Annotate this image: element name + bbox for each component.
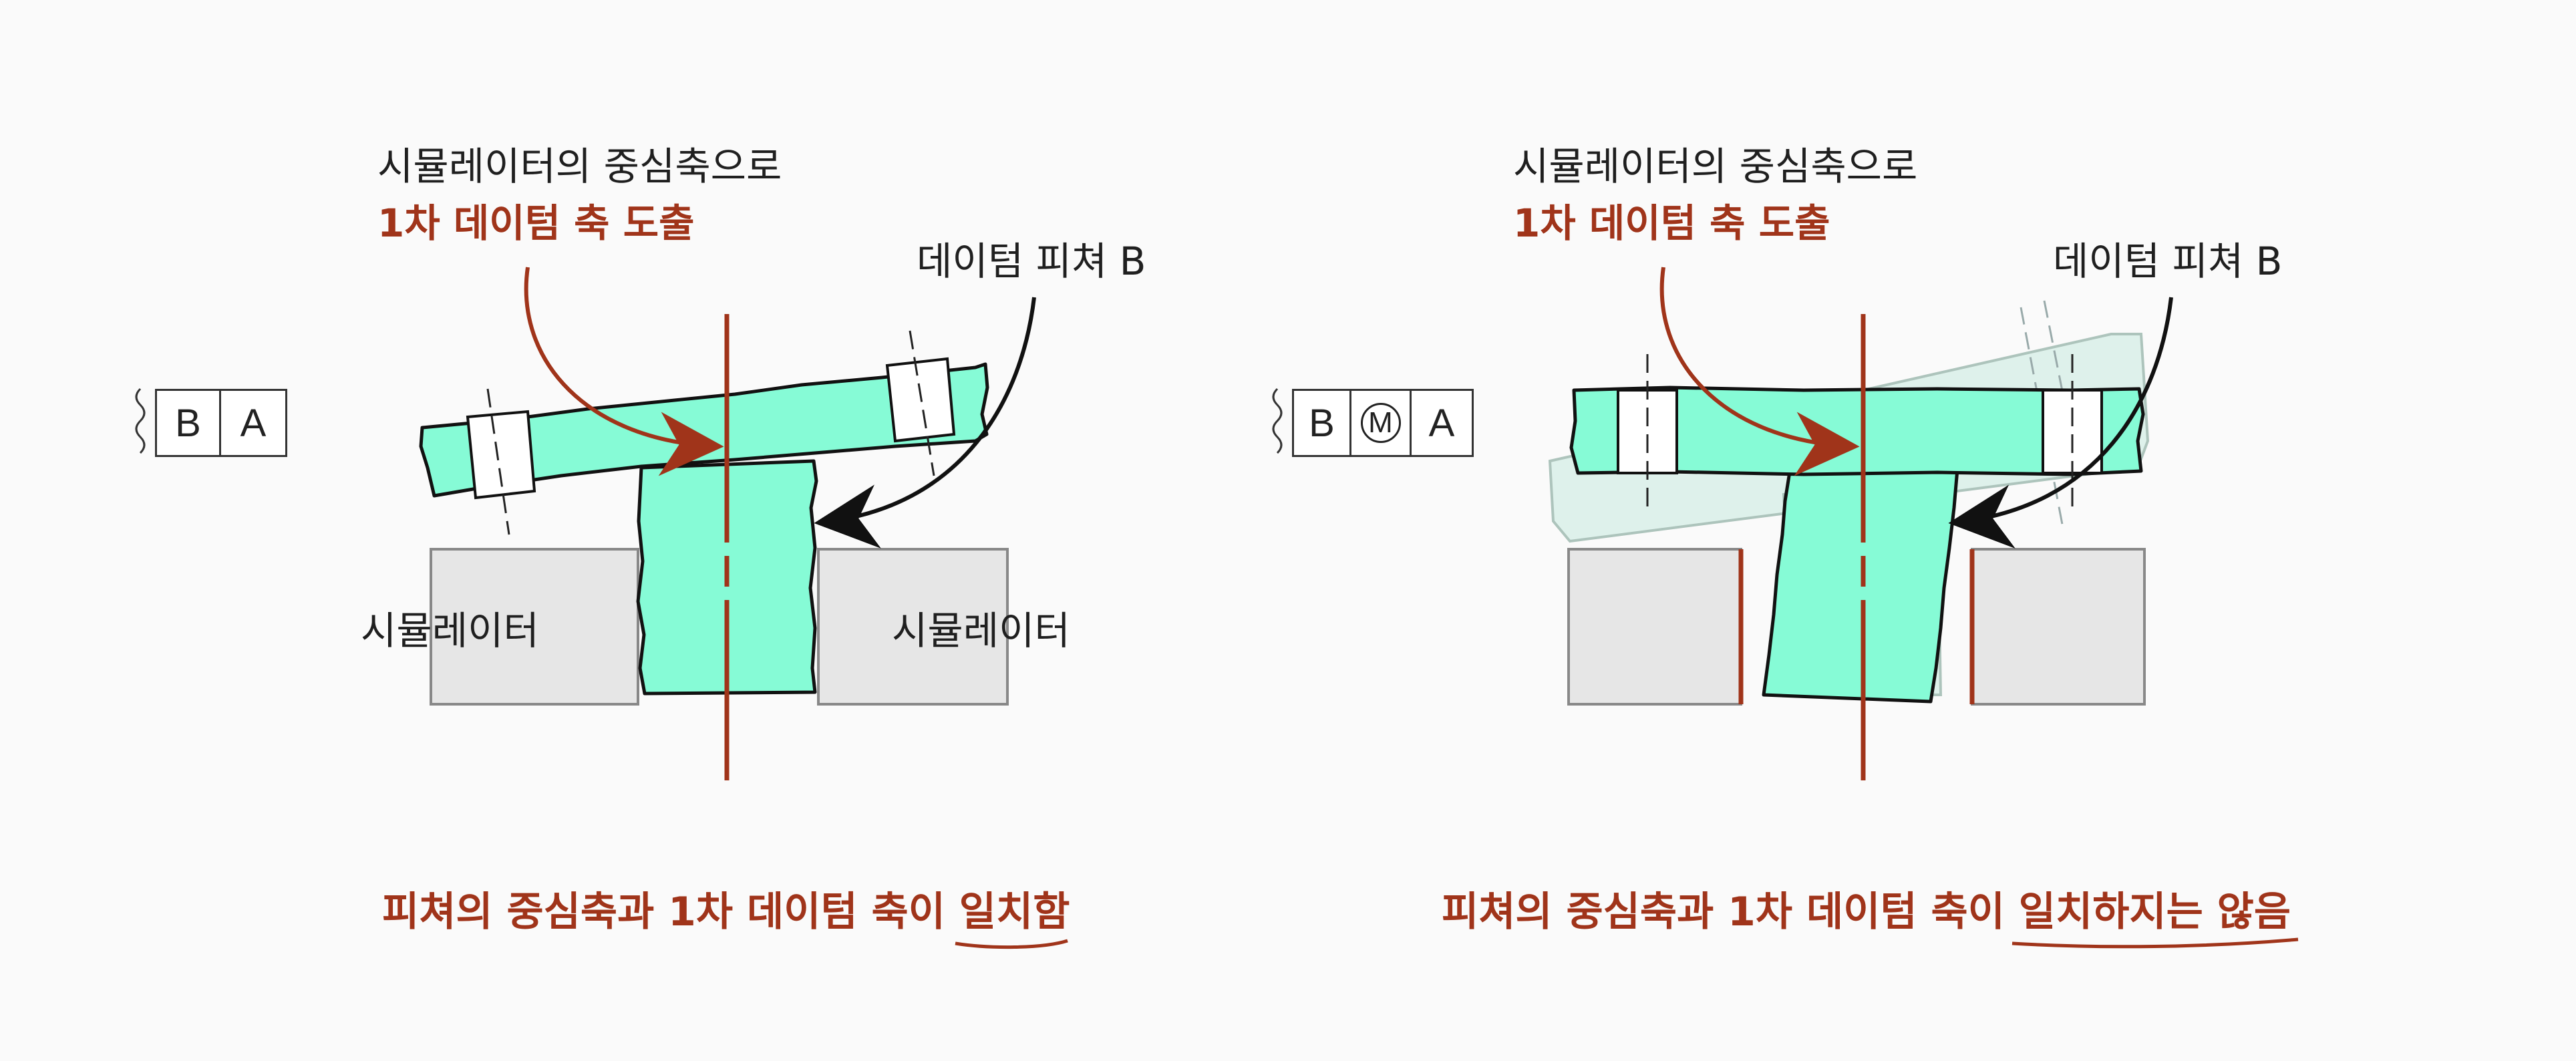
left-note-line2: 1차 데이텀 축 도출 (377, 200, 695, 246)
right-simulator-block-right (1971, 548, 2146, 706)
left-simulator-block-left (430, 548, 639, 706)
right-flange-band-left (1617, 389, 1678, 474)
right-note-line2: 1차 데이텀 축 도출 (1513, 200, 1830, 246)
left-panel (135, 267, 1068, 949)
left-simulator-block-right (817, 548, 1009, 706)
left-feature-label: 데이텀 피쳐 B (917, 239, 1146, 284)
left-fcf-datum-a: A (240, 401, 267, 445)
left-feature-control-frame: B A (155, 389, 287, 457)
left-black-arrow (814, 297, 1036, 549)
left-caption-underline (955, 939, 1068, 949)
right-fcf-break (1272, 388, 1283, 454)
left-red-arrow (524, 267, 724, 476)
left-flange-band-left (466, 410, 536, 500)
right-caption-underlined: 일치하지는 않음 (2018, 889, 2291, 935)
left-caption-main: 피쳐의 중심축과 1차 데이텀 축이 (382, 889, 959, 935)
left-caption-underlined: 일치함 (959, 889, 1070, 935)
right-red-arrow (1659, 267, 1860, 476)
right-note-line1: 시뮬레이터의 중심축으로 (1513, 144, 1918, 189)
left-fcf-break (135, 388, 146, 454)
right-feature-label: 데이텀 피쳐 B (2053, 239, 2283, 284)
right-simulator-block-left (1567, 548, 1742, 706)
left-fcf-datum-b: B (157, 391, 221, 455)
right-caption-main: 피쳐의 중심축과 1차 데이텀 축이 (1442, 889, 2019, 935)
left-simulator-label-right: 시뮬레이터 (892, 608, 1070, 653)
left-band-axis-right (909, 330, 935, 476)
right-caption-underline (2011, 937, 2299, 949)
right-flange-band-right (2042, 389, 2103, 474)
left-caption: 피쳐의 중심축과 1차 데이텀 축이 일치함 (382, 892, 1070, 932)
right-fcf-datum-a: A (1428, 401, 1455, 445)
left-note-line1: 시뮬레이터의 중심축으로 (377, 144, 782, 189)
right-caption: 피쳐의 중심축과 1차 데이텀 축이 일치하지는 않음 (1442, 892, 2291, 932)
right-panel (1272, 267, 2299, 949)
right-feature-stem (1762, 466, 1959, 704)
left-simulator-label-left: 시뮬레이터 (361, 608, 539, 653)
left-band-axis-left (486, 388, 510, 535)
right-feature-control-frame: B M A (1292, 389, 1474, 457)
right-black-arrow (1948, 297, 2173, 549)
mmc-circle-icon: M (1360, 403, 1401, 443)
right-fcf-datum-b: B (1294, 391, 1351, 455)
right-fcf-mmc-modifier: M (1351, 391, 1412, 455)
